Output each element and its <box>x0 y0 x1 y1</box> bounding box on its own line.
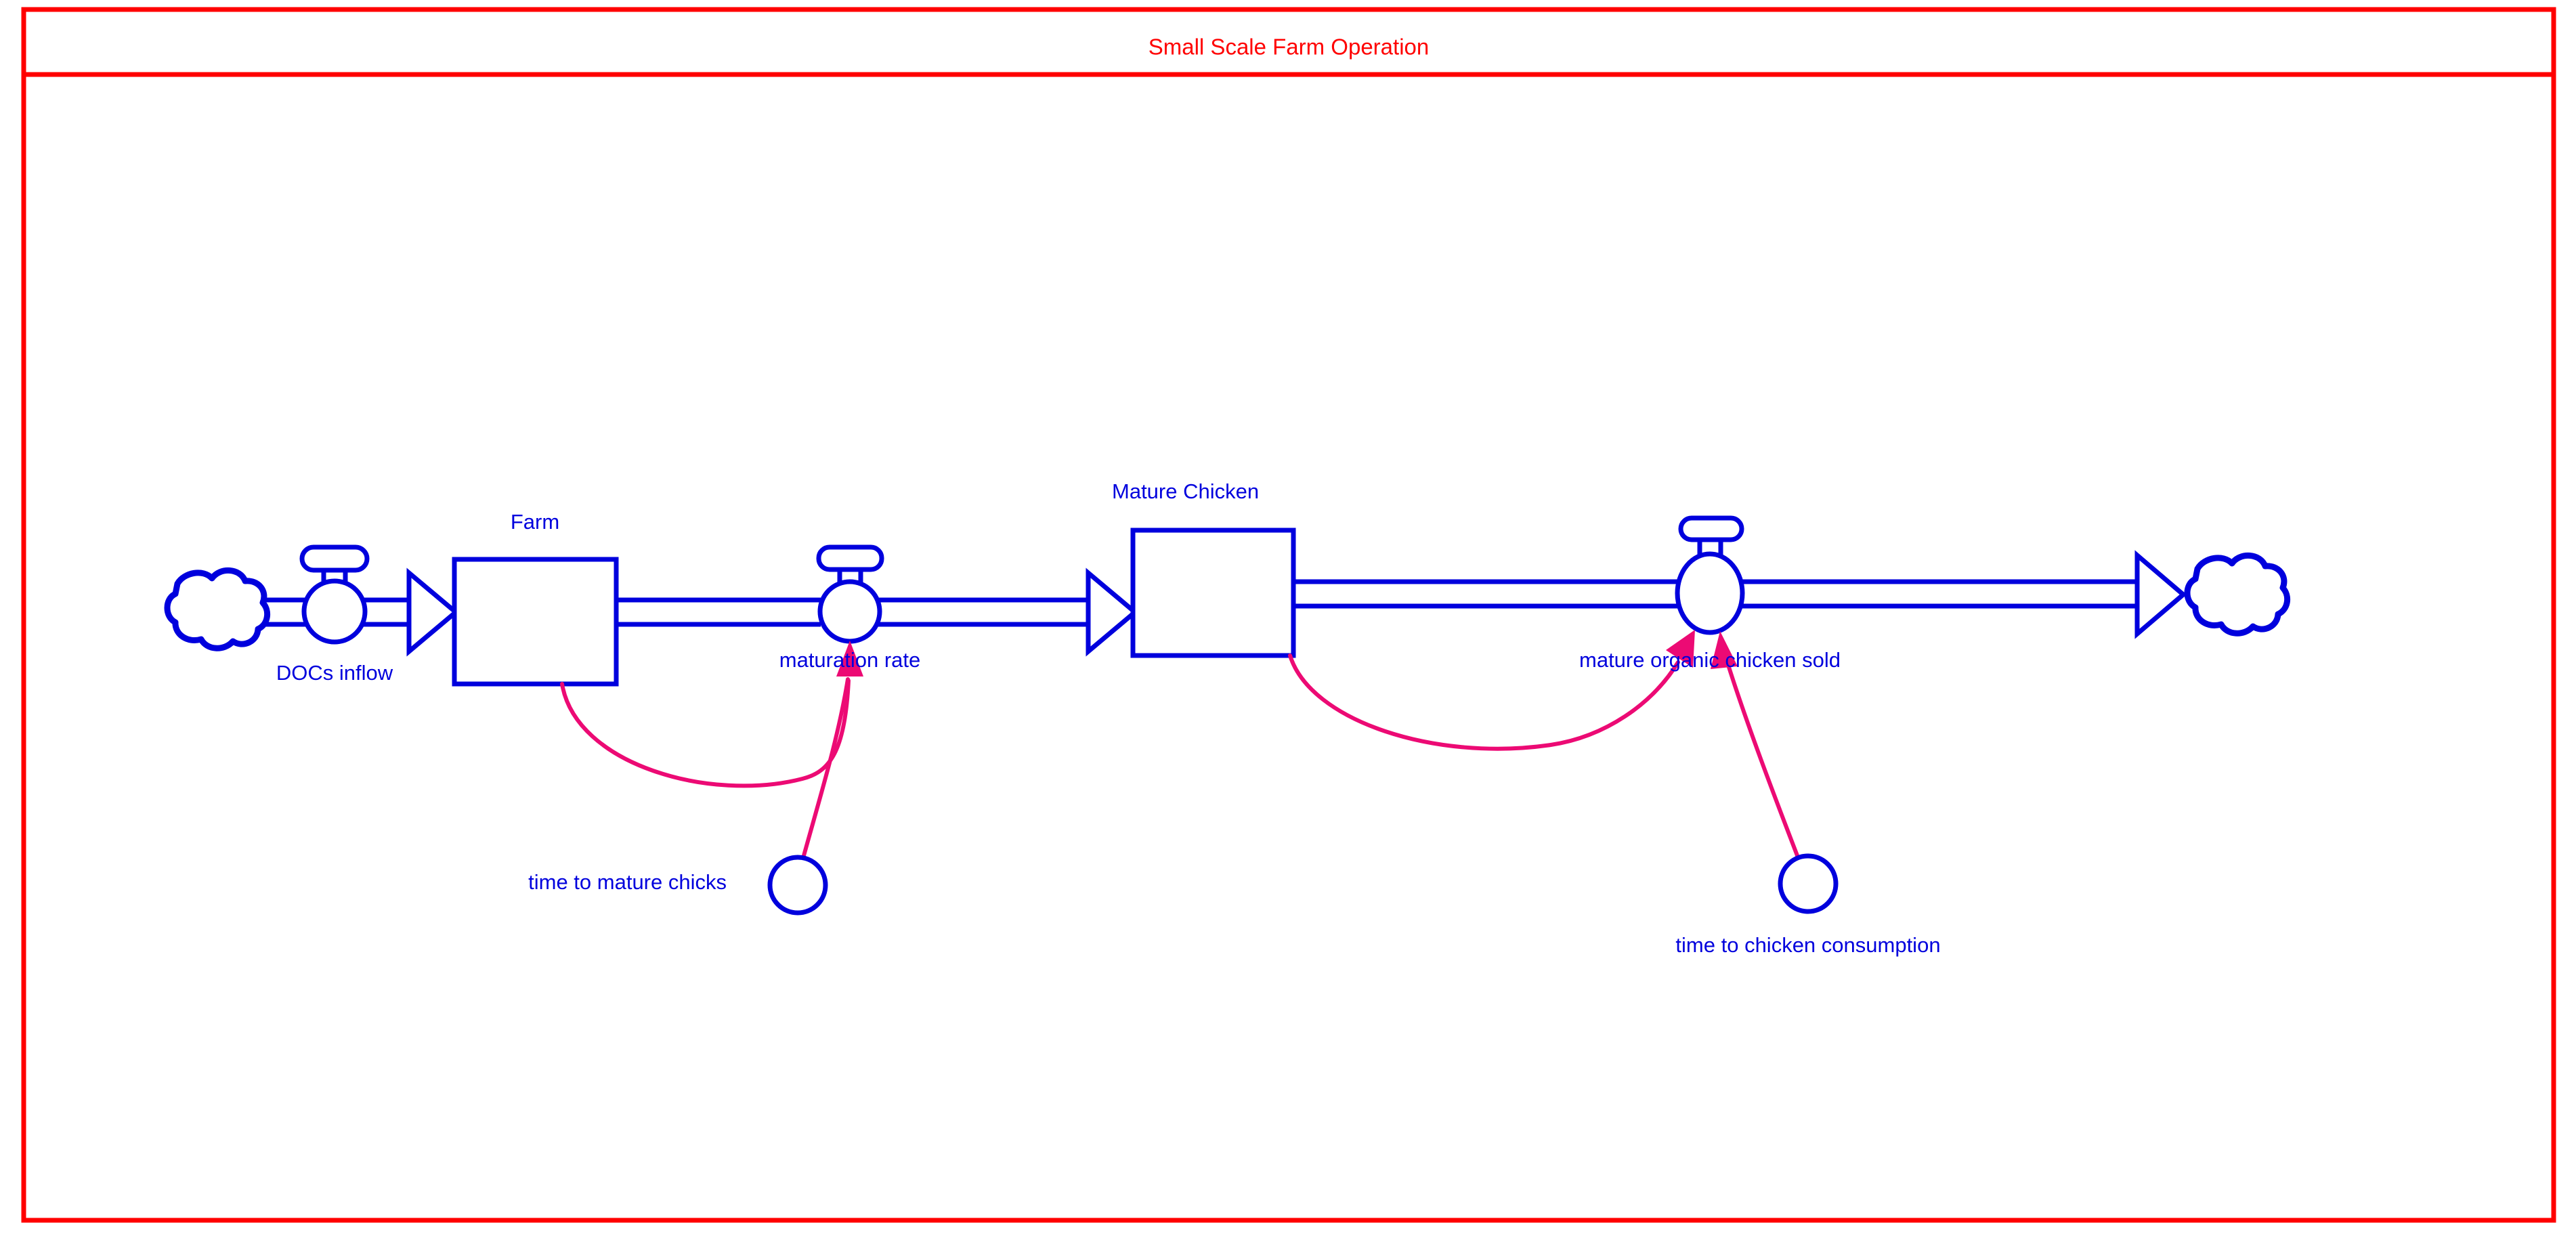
flow-pipe-sold-upstream <box>1292 579 1683 609</box>
flow-arrowhead <box>1086 567 1139 657</box>
sink-cloud-right[interactable] <box>2184 552 2291 637</box>
causal-link-curve <box>560 679 851 788</box>
valve-body-circle <box>301 578 368 645</box>
valve-handle <box>1678 515 1744 542</box>
causal-arrowhead <box>1711 631 1738 669</box>
valve-handle <box>816 544 884 572</box>
stock-box <box>1130 528 1296 658</box>
stock-mature-chicken[interactable] <box>1130 528 1296 658</box>
cloud-icon <box>2184 552 2291 637</box>
valve-handle <box>299 544 370 573</box>
flow-pipe-maturation-downstream <box>878 567 1139 657</box>
flow-pipe-docs-inflow-downstream <box>363 567 460 657</box>
causal-link-curve <box>1288 653 1680 751</box>
aux-circle <box>767 855 828 916</box>
flow-arrowhead <box>406 567 460 657</box>
aux-circle <box>1778 853 1839 914</box>
stock-farm[interactable] <box>452 557 619 687</box>
aux-time-to-mature-chicks-label: time to mature chicks <box>528 870 727 894</box>
causal-link-time-to-chicken-consumption-to-sold[interactable] <box>1711 631 1800 859</box>
aux-time-to-mature-chicks[interactable] <box>767 855 828 916</box>
flow-pipe-maturation-upstream <box>615 597 821 627</box>
flow-docs-inflow-label: DOCs inflow <box>276 661 393 685</box>
frame-outer-border <box>21 7 2556 1223</box>
aux-time-to-chicken-consumption[interactable] <box>1778 853 1839 914</box>
stock-farm-label: Farm <box>511 510 559 534</box>
cloud-icon <box>164 567 271 651</box>
causal-link-curve <box>801 677 850 860</box>
flow-valve-docs-inflow[interactable] <box>299 544 370 645</box>
view-frame: Small Scale Farm Operation <box>21 7 2556 1223</box>
source-cloud-left[interactable] <box>164 567 271 651</box>
valve-body-oval <box>1675 551 1745 635</box>
causal-link-mature-chicken-to-sold[interactable] <box>1288 630 1695 751</box>
valve-body-circle <box>817 579 882 644</box>
causal-arrowhead <box>1666 630 1695 668</box>
causal-link-curve <box>1727 665 1800 859</box>
causal-link-farm-to-maturation-rate[interactable] <box>560 641 863 788</box>
causal-link-time-to-mature-chicks-to-maturation-rate[interactable] <box>801 677 850 860</box>
aux-time-to-chicken-consumption-label: time to chicken consumption <box>1675 933 1940 957</box>
causal-arrowhead <box>836 641 863 676</box>
flow-mature-organic-chicken-sold-label: mature organic chicken sold <box>1579 648 1841 672</box>
view-title: Small Scale Farm Operation <box>1149 35 1429 60</box>
stock-box <box>452 557 619 687</box>
flow-maturation-rate-label: maturation rate <box>779 648 921 672</box>
stock-mature-chicken-label: Mature Chicken <box>1112 479 1259 503</box>
flow-valve-mature-organic-chicken-sold[interactable] <box>1675 515 1745 635</box>
flow-valve-maturation-rate[interactable] <box>816 544 884 644</box>
flow-arrowhead <box>2134 550 2187 639</box>
flow-pipe-docs-inflow-upstream <box>263 597 308 627</box>
flow-pipe-sold-downstream <box>1740 550 2187 639</box>
